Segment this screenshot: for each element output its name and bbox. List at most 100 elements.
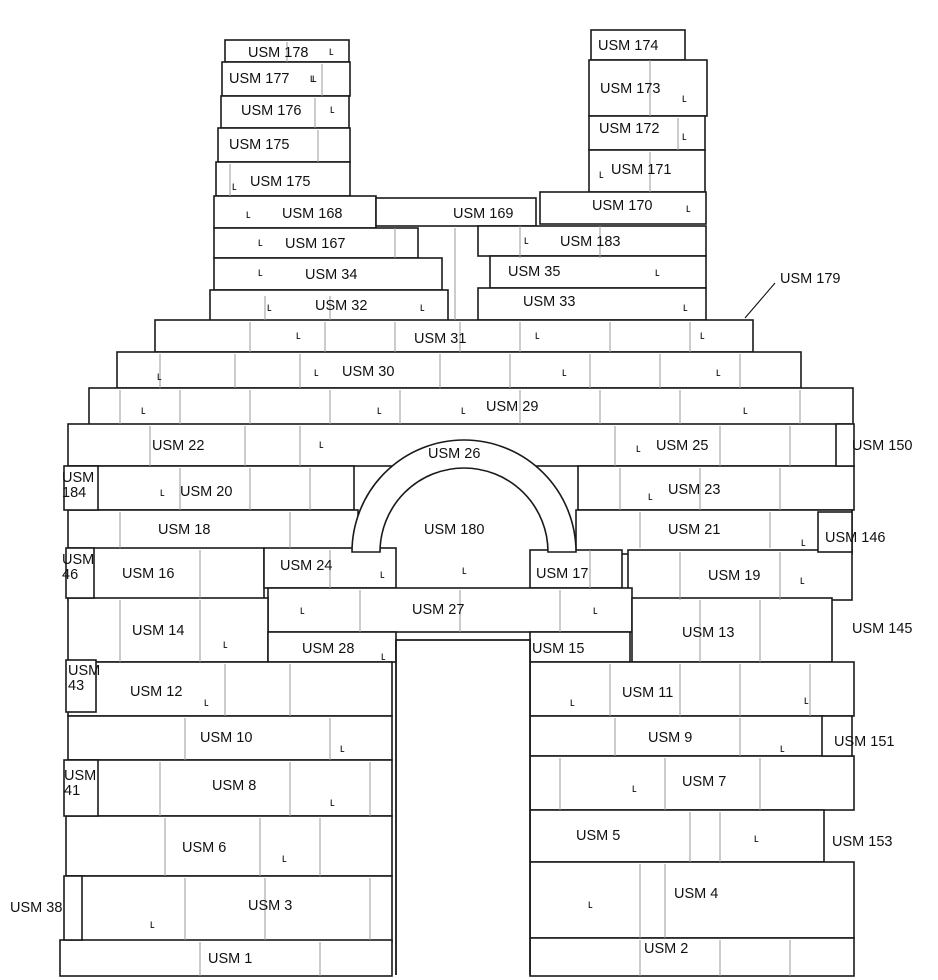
- interface-mark: ˪: [267, 298, 272, 315]
- label-usm-169: USM 169: [453, 206, 513, 222]
- stone-insert: [821, 715, 853, 757]
- interface-mark: ˪: [655, 263, 660, 280]
- label-usm-33: USM 33: [523, 294, 575, 310]
- label-usm-168: USM 168: [282, 206, 342, 222]
- stone-block: [209, 289, 449, 323]
- stone-block: [477, 287, 707, 321]
- label-usm-20: USM 20: [180, 484, 232, 500]
- interface-mark: ˪: [377, 401, 382, 418]
- stone-block: [116, 351, 802, 389]
- label-usm-19: USM 19: [708, 568, 760, 584]
- stone-block: [213, 227, 419, 259]
- stone-block: [529, 937, 855, 977]
- interface-mark: ˪: [462, 561, 467, 578]
- label-usm-18: USM 18: [158, 522, 210, 538]
- interface-mark: ˪: [743, 401, 748, 418]
- label-usm-29: USM 29: [486, 399, 538, 415]
- label-usm-16: USM 16: [122, 566, 174, 582]
- interface-marks: ˪˪˪˪˪˪˪˪˪˪˪˪˪˪˪˪˪˪˪˪˪˪˪˪˪˪˪˪˪˪˪˪˪˪˪˪˪˪˪˪…: [141, 42, 809, 932]
- label-usm-13: USM 13: [682, 625, 734, 641]
- interface-mark: ˪: [141, 401, 146, 418]
- label-usm-10: USM 10: [200, 730, 252, 746]
- label-usm-23: USM 23: [668, 482, 720, 498]
- interface-mark: ˪: [329, 42, 334, 59]
- stone-block: [59, 939, 393, 977]
- label-usm-175a: USM 175: [229, 137, 289, 153]
- leader-usm-179: [744, 282, 776, 319]
- interface-mark: ˪: [593, 601, 598, 618]
- stone-block: [529, 661, 855, 717]
- stone-block: [154, 319, 754, 353]
- stone-joints: [119, 42, 811, 976]
- label-usm-17: USM 17: [536, 566, 588, 582]
- interface-mark: ˪: [588, 895, 593, 912]
- stone-block: [529, 861, 855, 939]
- label-usm-146: USM 146: [825, 530, 885, 546]
- stone-block: [529, 755, 855, 811]
- stone-block: [539, 191, 707, 225]
- label-usm-153: USM 153: [832, 834, 892, 850]
- stone-block: [67, 597, 269, 663]
- interface-mark: ˪: [223, 635, 228, 652]
- label-usm-167: USM 167: [285, 236, 345, 252]
- interface-mark: ˪: [636, 439, 641, 456]
- interface-mark: ˪: [330, 100, 335, 117]
- stone-block: [65, 815, 393, 877]
- label-usm-26: USM 26: [428, 446, 480, 462]
- label-usm-27: USM 27: [412, 602, 464, 618]
- label-usm-178: USM 178: [248, 45, 308, 61]
- interface-mark: ˪: [461, 401, 466, 418]
- label-usm-11: USM 11: [622, 685, 673, 701]
- masonry-courses: [59, 29, 855, 977]
- interface-mark: ˪: [381, 647, 386, 664]
- interface-mark: ˪: [300, 601, 305, 618]
- interface-mark: ˪: [380, 565, 385, 582]
- interface-mark: ˪: [716, 363, 721, 380]
- stone-block: [221, 61, 351, 97]
- label-usm-171: USM 171: [611, 162, 671, 178]
- stone-block: [588, 115, 706, 151]
- interface-mark: ˪: [682, 89, 687, 106]
- interface-mark: ˪: [801, 533, 806, 550]
- interface-mark: ˪: [314, 363, 319, 380]
- label-usm-2: USM 2: [644, 941, 688, 957]
- stone-block: [631, 597, 833, 663]
- interface-mark: ˪: [150, 915, 155, 932]
- stone-block: [213, 257, 443, 291]
- stone-block: [588, 149, 706, 193]
- label-usm-173: USM 173: [600, 81, 660, 97]
- interface-mark: ˪: [160, 483, 165, 500]
- interface-mark: ˪: [562, 363, 567, 380]
- label-usm-174: USM 174: [598, 38, 658, 54]
- interface-mark: ˪: [282, 849, 287, 866]
- label-usm-1: USM 1: [208, 951, 252, 967]
- stone-block: [477, 225, 707, 257]
- label-usm-15: USM 15: [532, 641, 584, 657]
- stone-block: [575, 509, 853, 555]
- stone-block: [489, 255, 707, 289]
- label-usm-28: USM 28: [302, 641, 354, 657]
- stone-insert: [835, 423, 855, 467]
- interface-mark: ˪: [232, 177, 237, 194]
- label-usm-179: USM 179: [780, 271, 840, 287]
- label-usm-6: USM 6: [182, 840, 226, 856]
- stone-block: [375, 197, 537, 227]
- stone-insert: [63, 759, 99, 817]
- interface-mark: ˪: [599, 165, 604, 182]
- label-usm-9: USM 9: [648, 730, 692, 746]
- interface-mark: ˪: [683, 298, 688, 315]
- leader-lines: [744, 282, 776, 319]
- interface-mark: ˪: [648, 487, 653, 504]
- stone-block: [217, 127, 351, 163]
- interface-mark: ˪: [524, 231, 529, 248]
- interface-mark: ˪: [804, 691, 809, 708]
- interface-mark: ˪: [330, 793, 335, 810]
- stone-insert: [817, 511, 853, 553]
- stone-block: [577, 465, 855, 511]
- interface-mark: ˪: [682, 127, 687, 144]
- interface-mark: ˪: [258, 233, 263, 250]
- stone-block: [65, 875, 393, 943]
- label-usm-151: USM 151: [834, 734, 894, 750]
